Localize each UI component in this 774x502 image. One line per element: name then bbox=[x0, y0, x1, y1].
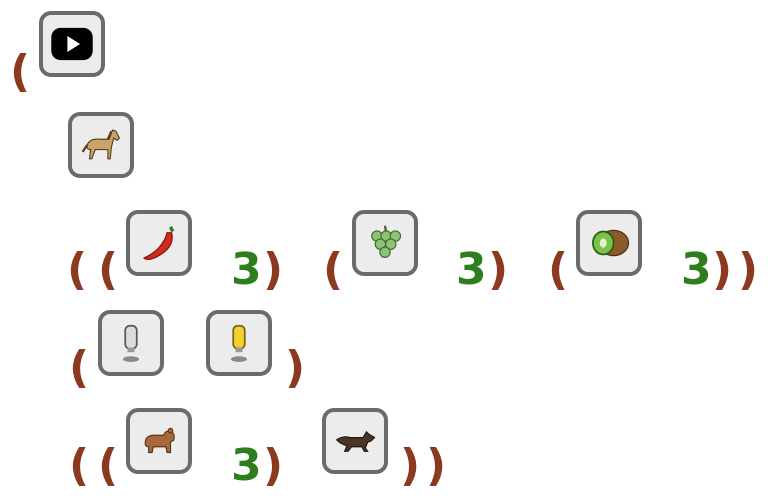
silver-bulb-tile[interactable] bbox=[98, 310, 164, 376]
count-label: 3 bbox=[231, 244, 262, 295]
open-paren: ( bbox=[10, 46, 31, 97]
kiwi-tile[interactable] bbox=[576, 210, 642, 276]
close-paren: ) bbox=[488, 244, 509, 295]
wolf-icon bbox=[335, 430, 376, 452]
close-paren: ) bbox=[263, 440, 284, 491]
horse-icon bbox=[81, 129, 121, 160]
open-paren: ( bbox=[548, 244, 569, 295]
gold-bulb-tile[interactable] bbox=[206, 310, 272, 376]
grapes-icon bbox=[371, 225, 402, 258]
play-tile[interactable] bbox=[39, 11, 105, 77]
play-button-icon bbox=[51, 27, 93, 61]
wolf-tile[interactable] bbox=[322, 408, 388, 474]
chili-tile[interactable] bbox=[126, 210, 192, 276]
open-paren: ( bbox=[69, 342, 90, 393]
chili-pepper-icon bbox=[143, 226, 175, 260]
count-label: 3 bbox=[681, 244, 712, 295]
close-paren: ) bbox=[263, 244, 284, 295]
silver-bulb-icon bbox=[122, 324, 140, 362]
close-paren: ) bbox=[400, 440, 421, 491]
grapes-tile[interactable] bbox=[352, 210, 418, 276]
close-paren: ) bbox=[738, 244, 759, 295]
bear-cub-icon bbox=[144, 427, 175, 454]
count-label: 3 bbox=[456, 244, 487, 295]
horse-tile[interactable] bbox=[68, 112, 134, 178]
kiwi-icon bbox=[592, 229, 630, 257]
bear-cub-tile[interactable] bbox=[126, 408, 192, 474]
count-label: 3 bbox=[231, 440, 262, 491]
close-paren: ) bbox=[712, 244, 733, 295]
gold-bulb-icon bbox=[230, 324, 248, 362]
open-paren: ( bbox=[67, 244, 88, 295]
close-paren: ) bbox=[285, 342, 306, 393]
open-paren: ( bbox=[98, 440, 119, 491]
open-paren: ( bbox=[69, 440, 90, 491]
open-paren: ( bbox=[323, 244, 344, 295]
open-paren: ( bbox=[98, 244, 119, 295]
close-paren: ) bbox=[426, 440, 447, 491]
